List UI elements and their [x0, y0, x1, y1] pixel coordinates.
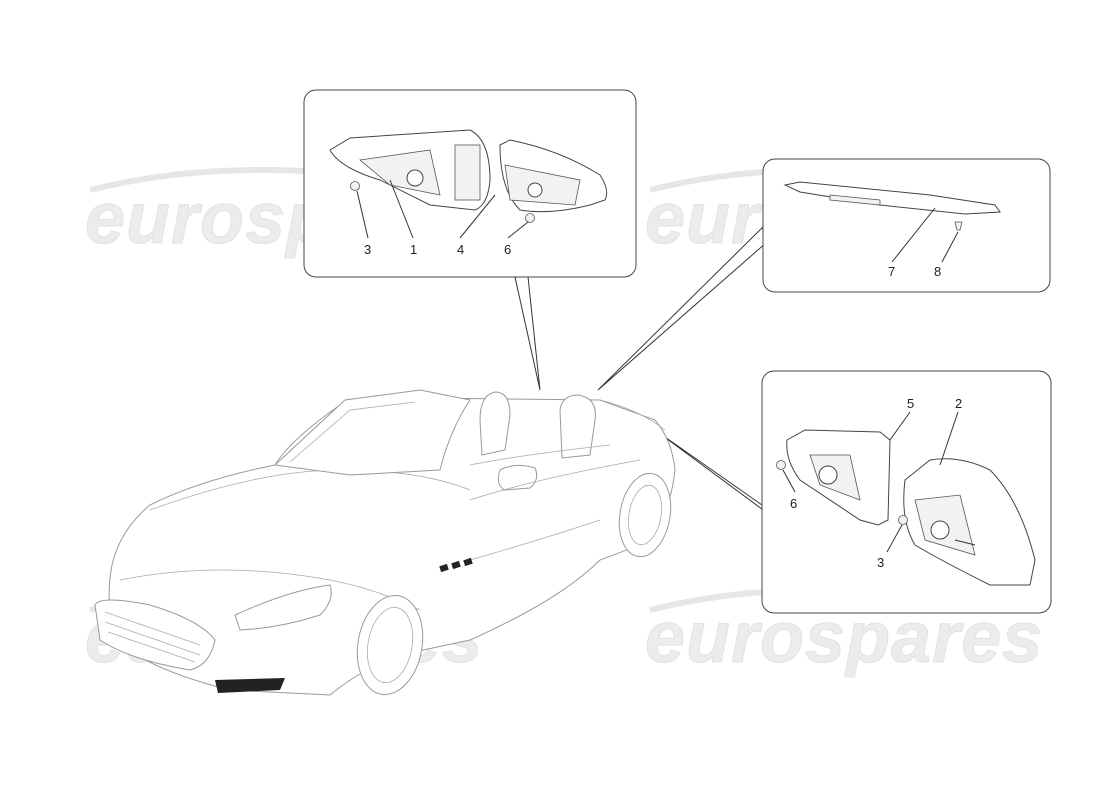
callout-label: 6: [790, 496, 797, 511]
nut-icon: [776, 460, 786, 470]
brake-light-bar: [783, 181, 1001, 215]
lamp-lens: [903, 458, 1036, 586]
detail-box-top-left: 3 1 4 6: [303, 89, 637, 278]
callout-label: 2: [955, 396, 962, 411]
detail-box-bottom-right: 5 2 6 3: [761, 370, 1052, 614]
callout-label: 4: [457, 242, 464, 257]
screw-icon: [954, 221, 963, 231]
callout-label: 7: [888, 264, 895, 279]
car-illustration: [94, 389, 676, 696]
callout-label: 1: [410, 242, 417, 257]
detail-box-top-right: 7 8: [762, 158, 1051, 293]
callout-label: 6: [504, 242, 511, 257]
callout-label: 5: [907, 396, 914, 411]
nut-icon: [350, 181, 360, 191]
callout-label: 3: [877, 555, 884, 570]
callout-label: 3: [364, 242, 371, 257]
nut-icon: [525, 213, 535, 223]
nut-icon: [898, 515, 908, 525]
callout-label: 8: [934, 264, 941, 279]
